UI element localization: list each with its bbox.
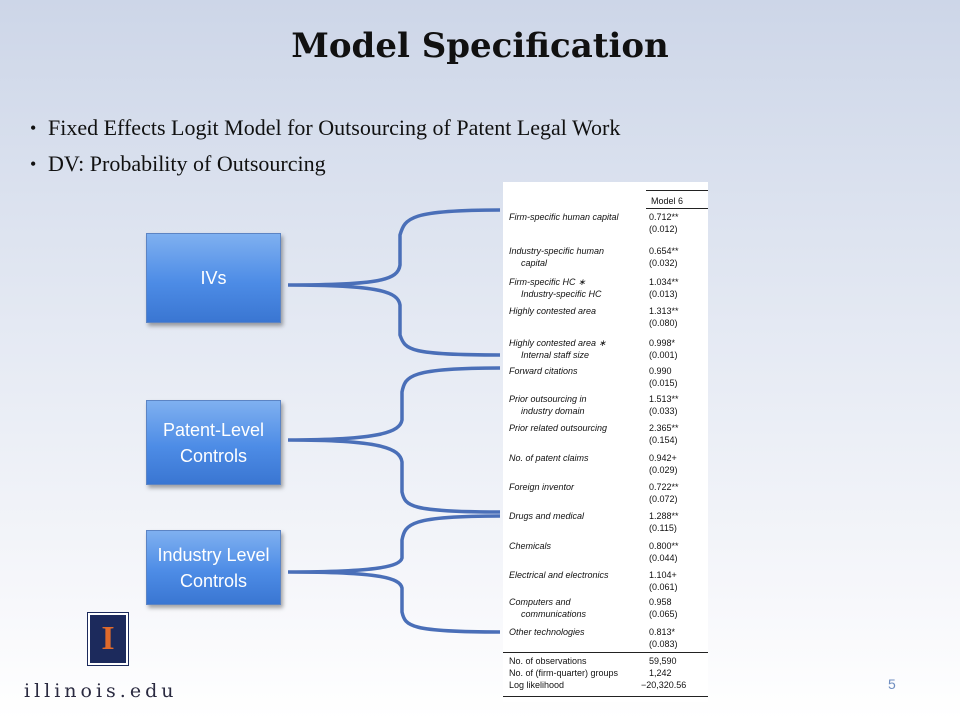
table-row-label: Chemicals [509,541,552,551]
industry-level-controls-label: Industry Level Controls [157,544,270,591]
table-summary-value: 1,242 [649,668,672,678]
table-row-label: Prior related outsourcing [509,423,608,433]
patent-level-bracket [287,366,501,514]
table-row-se: (0.015) [649,378,678,388]
table-summary-value: 59,590 [649,656,677,666]
table-row-value: 0.958 [649,597,672,607]
table-row-se: (0.032) [649,258,678,268]
table-row-label: Foreign inventor [509,482,575,492]
table-row-value: 0.813* [649,627,676,637]
table-row-label: Forward citations [509,366,578,376]
university-logo: I [87,612,129,666]
table-row-value: 0.654** [649,246,679,256]
table-row-se: (0.083) [649,639,678,649]
table-row-label: industry domain [521,406,585,416]
table-row-label: Electrical and electronics [509,570,609,580]
table-row-label: Computers and [509,597,571,607]
table-summary-label: No. of observations [509,656,587,666]
table-row-se: (0.013) [649,289,678,299]
table-row-se: (0.065) [649,609,678,619]
table-summary-value: −20,320.56 [641,680,687,690]
bullet-item: Fixed Effects Logit Model for Outsourcin… [30,110,620,146]
table-row-se: (0.154) [649,435,678,445]
table-row-value: 0.800** [649,541,679,551]
ivs-bracket [287,208,501,357]
table-row-se: (0.072) [649,494,678,504]
ivs-box: IVs [146,233,281,323]
slide-title: Model Specification [291,26,669,66]
table-row-se: (0.115) [649,523,677,533]
table-row-label: Firm-specific human capital [509,212,619,222]
table-row-se: (0.029) [649,465,678,475]
bullet-list: Fixed Effects Logit Model for Outsourcin… [30,110,620,182]
table-row-value: 1.288** [649,511,679,521]
table-row-label: No. of patent claims [509,453,589,463]
page-number: 5 [888,676,896,692]
table-row-se: (0.044) [649,553,678,563]
table-summary-rule [503,652,708,653]
industry-level-controls-box: Industry Level Controls [146,530,281,605]
table-row-label: Highly contested area ∗ [509,338,607,348]
table-row-value: 2.365** [649,423,679,433]
table-row-label: Internal staff size [521,350,590,360]
table-bottom-rule [503,696,708,697]
table-row-value: 0.712** [649,212,679,222]
footer-url: illinois.edu [24,680,178,702]
patent-level-controls-box: Patent-Level Controls [146,400,281,485]
regression-table: Model 6 Firm-specific human capital 0.71… [503,182,708,702]
block-i-icon: I [101,620,115,657]
table-header-rule [646,208,708,209]
table-summary-label: Log likelihood [509,680,565,690]
table-row-value: 0.942+ [649,453,677,463]
table-row-se: (0.080) [649,318,678,328]
patent-level-controls-label: Patent-Level Controls [162,419,265,466]
table-row-value: 1.104+ [649,570,677,580]
table-row-label: Other technologies [509,627,585,637]
table-row-value: 1.034** [649,277,679,287]
table-row-label: Prior outsourcing in [509,394,587,404]
table-row-value: 1.513** [649,394,679,404]
table-column-header: Model 6 [651,196,684,206]
table-row-label: Drugs and medical [509,511,585,521]
table-row-value: 1.313** [649,306,679,316]
table-row-label: capital [521,258,548,268]
table-row-value: 0.990 [649,366,672,376]
table-row-se: (0.012) [649,224,678,234]
table-row-se: (0.033) [649,406,678,416]
table-row-label: Industry-specific human [509,246,605,256]
table-row-label: Firm-specific HC ∗ [509,277,586,287]
table-row-value: 0.998* [649,338,676,348]
table-row-se: (0.001) [649,350,678,360]
ivs-box-label: IVs [200,268,227,288]
table-row-label: communications [521,609,587,619]
table-summary-label: No. of (firm-quarter) groups [509,668,619,678]
table-top-rule [646,190,708,191]
table-row-se: (0.061) [649,582,678,592]
bullet-item: DV: Probability of Outsourcing [30,146,620,182]
industry-level-bracket [287,514,501,634]
table-row-label: Highly contested area [509,306,597,316]
table-row-label: Industry-specific HC [521,289,602,299]
table-row-value: 0.722** [649,482,679,492]
